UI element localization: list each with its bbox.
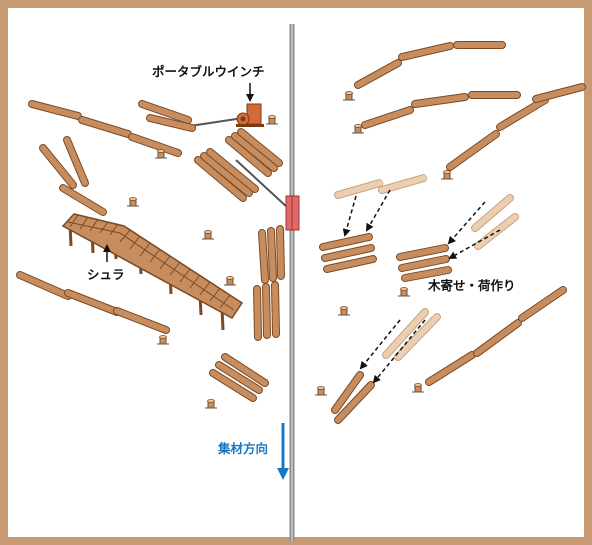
- stump-icon: [412, 383, 424, 393]
- log-fill: [259, 230, 268, 283]
- log-fill: [412, 94, 468, 107]
- winch-icon: [236, 103, 264, 127]
- log-fill: [64, 137, 88, 186]
- log-fill: [362, 107, 413, 128]
- log-fill: [335, 382, 374, 423]
- log-original-position-fill: [383, 309, 428, 358]
- log-fill: [195, 157, 246, 201]
- log-fill: [40, 145, 76, 188]
- log-fill: [474, 320, 521, 356]
- log-fill: [402, 267, 451, 281]
- stump-icon: [338, 306, 350, 316]
- log-fill: [397, 245, 448, 260]
- stump-icon: [266, 115, 278, 125]
- log-fill: [147, 115, 195, 131]
- log-fill: [533, 84, 585, 102]
- log-fill: [254, 286, 261, 340]
- stump-icon: [352, 124, 364, 134]
- log-original-position-fill: [395, 314, 440, 360]
- log-fill: [263, 284, 270, 338]
- stump-icon: [441, 170, 453, 180]
- log-original-position-fill: [335, 180, 383, 198]
- log-fill: [29, 101, 81, 119]
- stump-icon: [157, 335, 169, 345]
- log-fill: [79, 117, 131, 137]
- log-fill: [65, 290, 120, 315]
- log-fill: [207, 149, 258, 192]
- log-fill: [17, 272, 71, 299]
- log-fill: [355, 60, 401, 88]
- log-original-position-fill: [472, 195, 513, 231]
- log-fill: [114, 308, 169, 333]
- log-fill: [399, 256, 449, 271]
- log-fill: [277, 226, 284, 279]
- stump-icon: [343, 91, 355, 101]
- log-fill: [519, 287, 566, 321]
- log-fill: [332, 372, 363, 413]
- log-group: [16, 41, 586, 424]
- stump-icon: [315, 386, 327, 396]
- log-fill: [232, 133, 277, 171]
- log-fill: [222, 354, 268, 386]
- winch-cable: [189, 117, 244, 127]
- winch-label: ポータブルウインチ: [152, 64, 265, 79]
- log-fill: [320, 234, 372, 250]
- log-fill: [210, 370, 256, 401]
- log-fill: [497, 97, 548, 130]
- log-fill: [322, 245, 374, 261]
- log-fill: [272, 282, 279, 337]
- log-fill: [426, 352, 475, 385]
- log-fill: [129, 134, 181, 156]
- log-fill: [226, 137, 271, 176]
- log-fill: [216, 362, 262, 393]
- stump-icon: [202, 230, 214, 240]
- pulley-block-icon: [285, 195, 300, 231]
- log-fill: [447, 131, 499, 170]
- log-original-position-fill: [379, 175, 427, 193]
- pull-cable: [235, 159, 289, 209]
- stump-icon: [398, 287, 410, 297]
- shura-label: シュラ: [87, 267, 125, 282]
- log-fill: [201, 153, 252, 196]
- log-fill: [324, 256, 376, 272]
- stump-icon: [127, 197, 139, 207]
- log-fill: [238, 129, 282, 166]
- stump-icon: [155, 149, 167, 159]
- log-fill: [399, 43, 453, 60]
- stump-group: [127, 91, 453, 409]
- direction-label: 集材方向: [218, 441, 269, 456]
- yose-label: 木寄せ・荷作り: [428, 278, 516, 293]
- log-fill: [60, 185, 106, 215]
- stump-icon: [224, 276, 236, 286]
- stump-icon: [205, 399, 217, 409]
- shura-slide: [61, 213, 244, 331]
- log-fill: [139, 101, 191, 123]
- log-fill: [268, 228, 276, 281]
- yose-arrows: [342, 189, 501, 384]
